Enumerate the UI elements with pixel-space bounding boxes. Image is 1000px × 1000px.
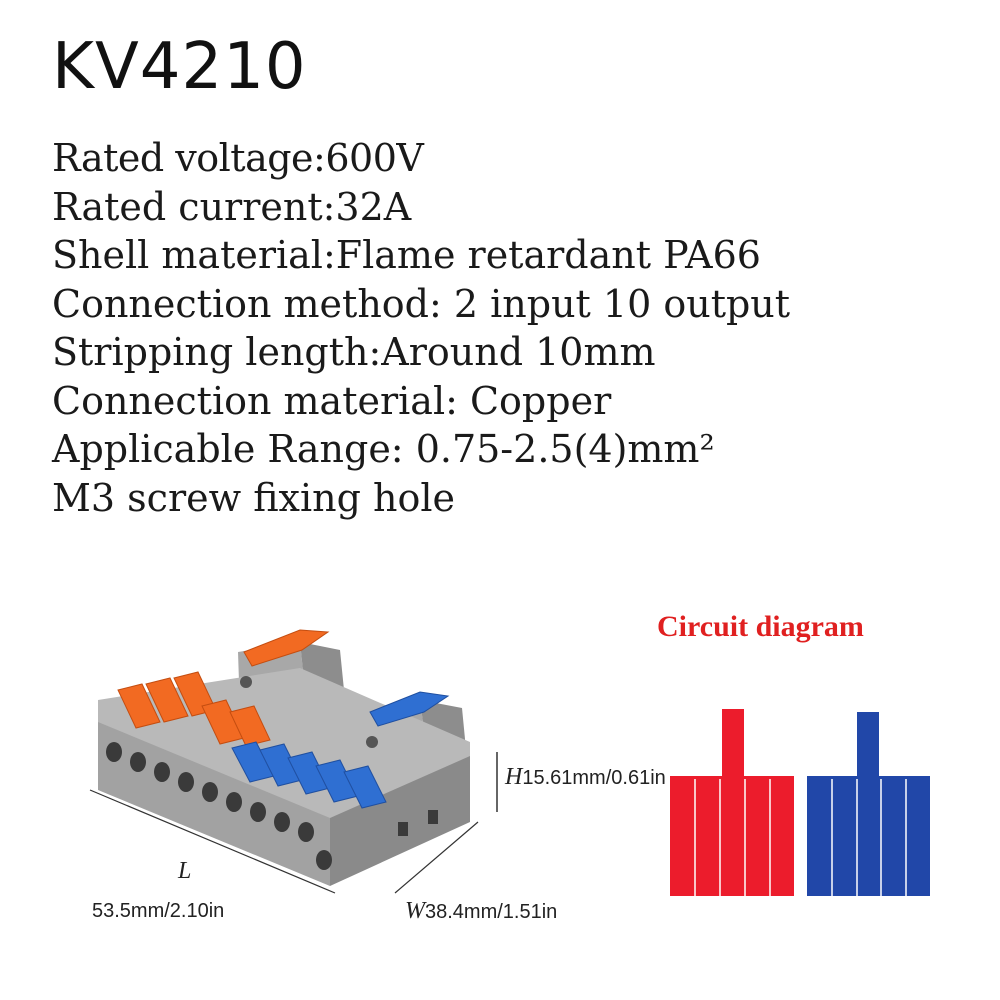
width-dimension-label: W38.4mm/1.51in <box>405 898 558 924</box>
spec-rated-voltage: Rated voltage:600V <box>52 136 424 180</box>
height-dimension-label: H15.61mm/0.61in <box>505 764 666 790</box>
spec-fixing-hole: M3 screw fixing hole <box>52 475 456 520</box>
spec-connection-method: Connection method: 2 input 10 output <box>52 281 791 326</box>
spec-stripping-length: Stripping length:Around 10mm <box>52 330 656 374</box>
spec-shell-material: Shell material:Flame retardant PA66 <box>52 233 761 277</box>
model-title: KV4210 <box>52 30 307 104</box>
width-dimension-line <box>394 821 479 894</box>
spec-rated-current: Rated current:32A <box>52 184 412 229</box>
length-dimension-label: 53.5mm/2.10in <box>92 900 225 922</box>
length-dimension-letter: L <box>178 858 192 884</box>
spec-connection-material: Connection material: Copper <box>52 378 612 423</box>
spec-applicable-range: Applicable Range: 0.75-2.5(4)mm² <box>52 427 715 471</box>
spec-list: Rated voltage:600V Rated current:32A She… <box>52 134 790 522</box>
length-dimension-line <box>89 789 336 894</box>
circuit-diagram-title: Circuit diagram <box>657 610 864 643</box>
